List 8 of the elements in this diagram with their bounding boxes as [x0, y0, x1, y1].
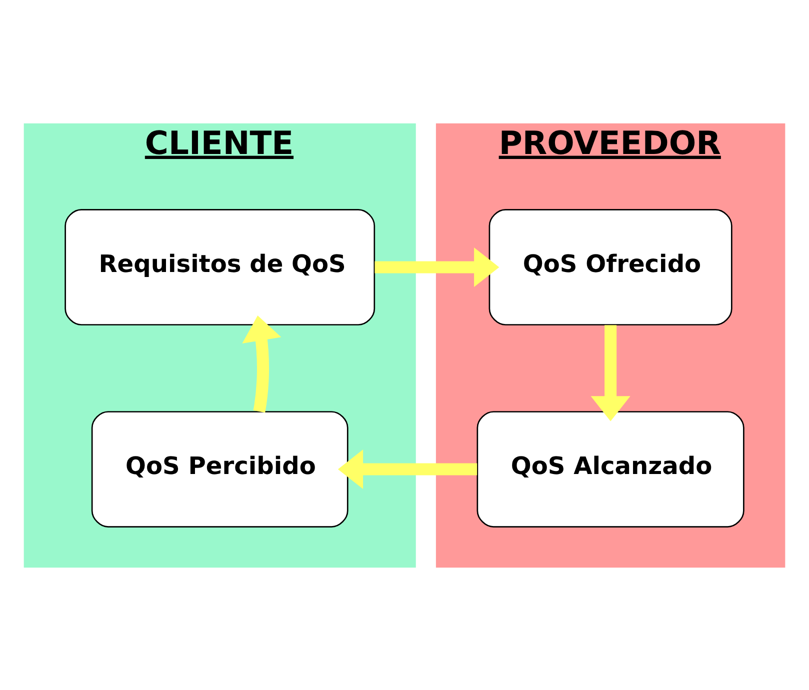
node-box: Requisitos de QoS: [64, 208, 376, 325]
arrow: [590, 324, 630, 421]
node-box: QoS Alcanzado: [476, 410, 744, 527]
arrow: [242, 315, 282, 412]
arrow: [338, 449, 478, 489]
node-box: QoS Ofrecido: [488, 208, 732, 325]
node-box: QoS Percibido: [91, 410, 348, 527]
arrow: [374, 246, 500, 286]
